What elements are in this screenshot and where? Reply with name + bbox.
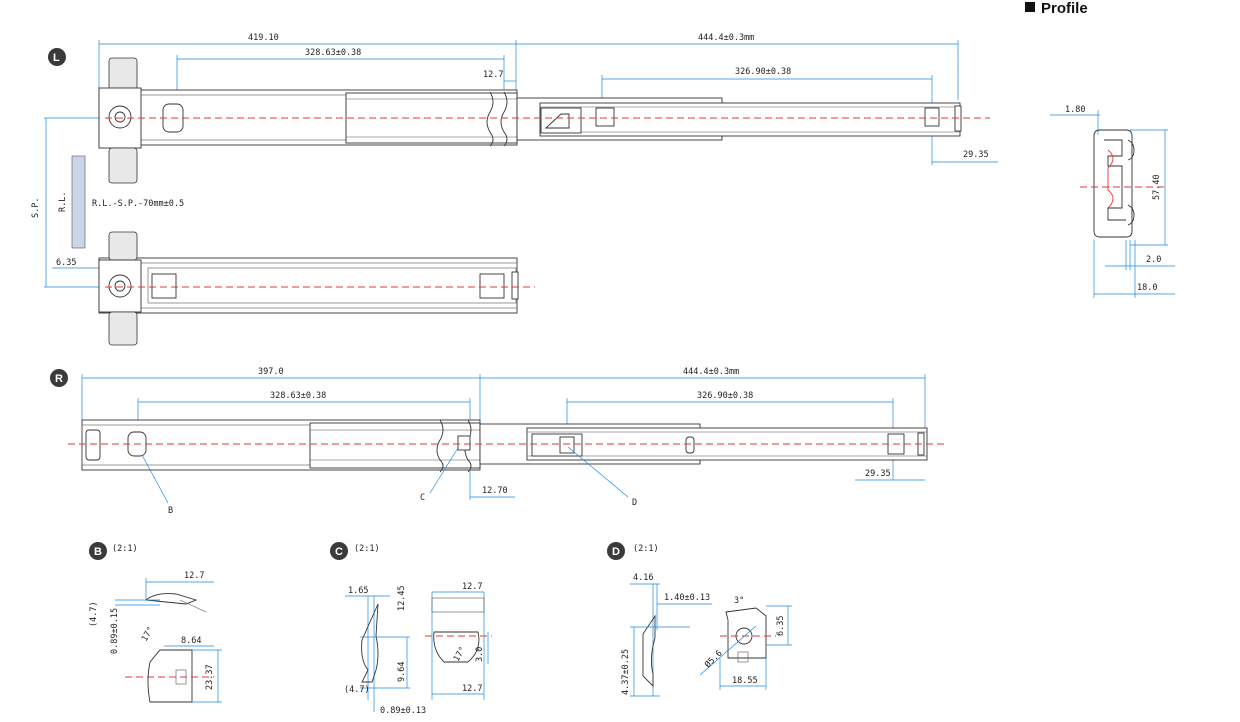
detail-badge-c-label: C: [335, 546, 343, 558]
detail-d-d1: 4.16: [633, 573, 653, 583]
detail-b-d5: 23.37: [205, 664, 215, 690]
dim-419-10: 419.10: [248, 33, 279, 43]
profile-view: 1.80 57.40 2.0 18.0: [1050, 105, 1175, 298]
right-view: R 397.0 444.4±0.3mm 328.63±0.38 326.90±0…: [50, 367, 945, 516]
page-title: Profile: [1041, 0, 1088, 17]
detail-c: C (2:1) 1.65 12.45 9.64 (4.7) 0.89±0.13 …: [330, 542, 492, 716]
left-view: L 419.10 444.4±0.3mm 328.63±0.38 326.90±…: [31, 33, 998, 346]
detail-badge-c: [330, 542, 348, 560]
dim-326-90: 326.90±0.38: [735, 67, 791, 77]
callout-b: B: [168, 506, 173, 516]
dim-326-90-r: 326.90±0.38: [697, 391, 753, 401]
detail-c-d7: 3.0: [475, 647, 485, 662]
detail-b-d3: 0.89±0.15: [110, 608, 120, 654]
square-bullet-icon: [1025, 2, 1035, 12]
detail-c-d1: 1.65: [348, 586, 368, 596]
callout-c: C: [420, 493, 425, 503]
detail-badge-b-label: B: [94, 546, 102, 558]
view-badge-l-label: L: [53, 52, 60, 64]
detail-c-d4: (4.7): [344, 685, 370, 695]
detail-badge-d-label: D: [612, 546, 620, 558]
dim-57-40: 57.40: [1152, 174, 1162, 200]
dim-1-80: 1.80: [1065, 105, 1085, 115]
dim-328-63: 328.63±0.38: [305, 48, 361, 58]
detail-c-d6: 12.7: [462, 582, 482, 592]
detail-b-d1: 12.7: [184, 571, 204, 581]
detail-b-angle: 17°: [140, 625, 156, 643]
dim-444-4: 444.4±0.3mm: [698, 33, 754, 43]
detail-c-angle: 17°: [452, 645, 468, 663]
detail-b: B (2:1) 12.7 (4.7) 0.89±0.15 8.64 17° 23…: [89, 542, 222, 703]
detail-d-d6: 18.55: [732, 676, 758, 686]
dim-rl: R.L.: [58, 192, 68, 212]
callout-d: D: [632, 498, 637, 508]
dim-18-0: 18.0: [1137, 283, 1157, 293]
detail-c-d2: 12.45: [397, 585, 407, 611]
rl-formula: R.L.-S.P.-70mm±0.5: [92, 199, 184, 209]
detail-d-d5: Ø5.6: [702, 648, 724, 670]
profile-header: Profile: [1025, 0, 1088, 17]
dim-2-0: 2.0: [1146, 255, 1161, 265]
dim-12-7: 12.7: [483, 70, 503, 80]
dim-12-70: 12.70: [482, 486, 508, 496]
dim-444-4-r: 444.4±0.3mm: [683, 367, 739, 377]
view-badge-r-label: R: [55, 373, 63, 385]
detail-c-d3: 9.64: [397, 662, 407, 682]
detail-d: D (2:1) 4.16 1.40±0.13 4.37±0.25 3° Ø5.6…: [607, 542, 792, 697]
detail-b-scale: (2:1): [112, 544, 138, 554]
view-badge-r: [50, 369, 68, 387]
detail-c-d8: 12.7: [462, 684, 482, 694]
detail-d-scale: (2:1): [633, 544, 659, 554]
dim-sp: S.P.: [31, 198, 41, 218]
detail-d-angle: 3°: [734, 596, 744, 606]
dim-29-35-r: 29.35: [865, 469, 891, 479]
detail-badge-d: [607, 542, 625, 560]
dim-397-0: 397.0: [258, 367, 284, 377]
dim-29-35: 29.35: [963, 150, 989, 160]
detail-b-d4: 8.64: [181, 636, 201, 646]
detail-d-d3: 4.37±0.25: [621, 649, 631, 695]
dim-328-63-r: 328.63±0.38: [270, 391, 326, 401]
view-badge-l: [48, 48, 66, 66]
detail-d-d2: 1.40±0.13: [664, 593, 710, 603]
detail-b-d2: (4.7): [89, 601, 99, 627]
detail-c-d5: 0.89±0.13: [380, 706, 426, 716]
detail-badge-b: [89, 542, 107, 560]
dim-6-35: 6.35: [56, 258, 76, 268]
detail-c-scale: (2:1): [354, 544, 380, 554]
detail-d-d4: 6.35: [776, 616, 786, 636]
